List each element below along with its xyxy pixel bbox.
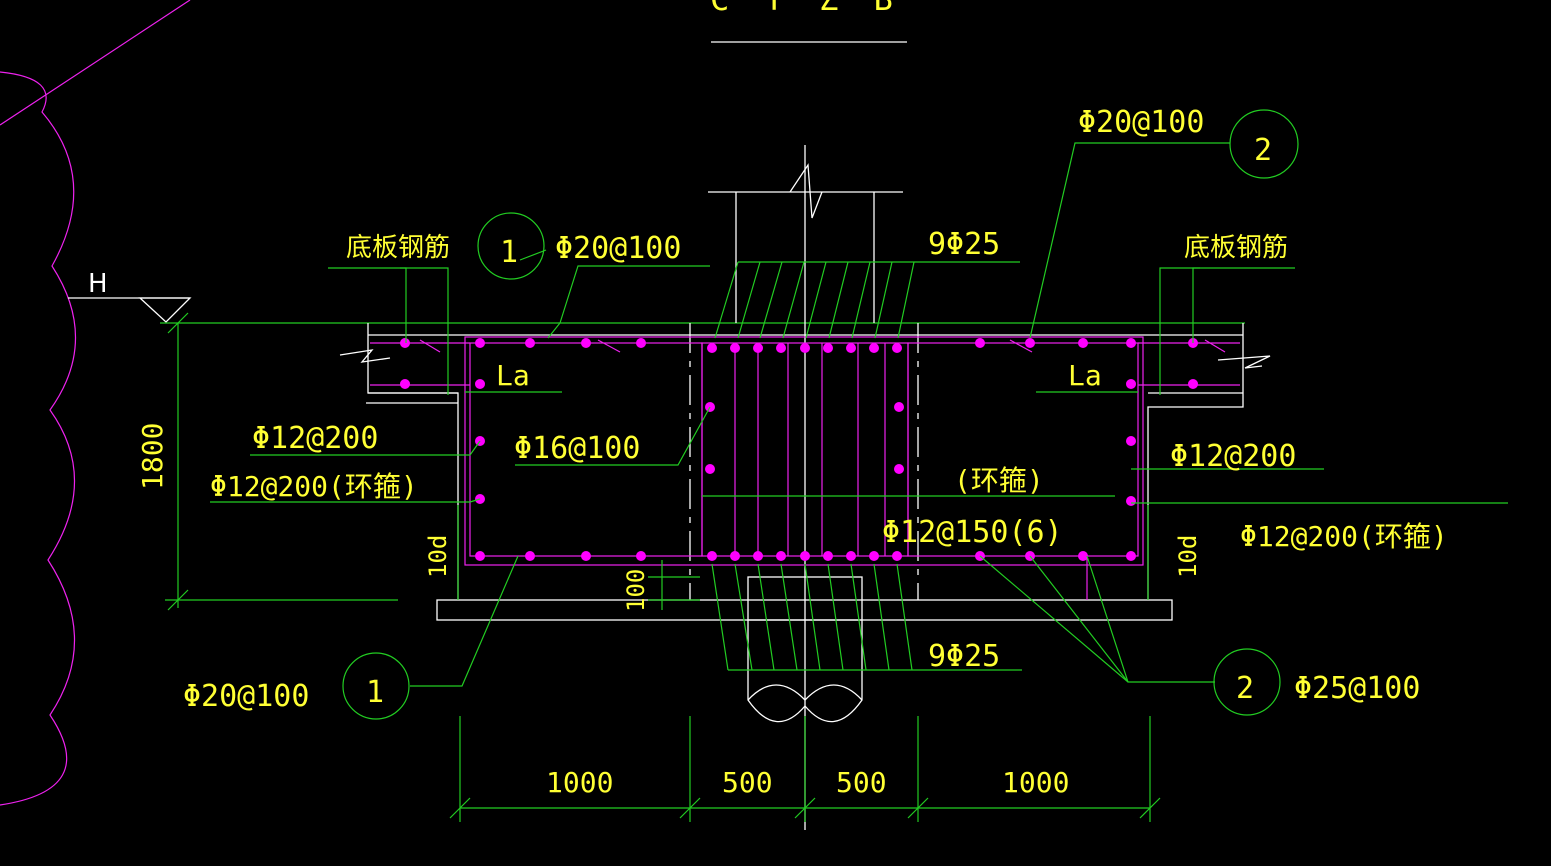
anchor-right-label: 10d — [1174, 535, 1202, 578]
top-right-bar-label: Φ20@100 — [1078, 105, 1204, 140]
callout-circle — [1213, 648, 1281, 716]
callout-circle — [1229, 109, 1299, 179]
dimension-chain — [449, 716, 1161, 822]
callout-circle — [477, 212, 545, 280]
left-slab-bar — [370, 342, 470, 386]
callout-number: 2 — [1236, 671, 1254, 706]
break-symbol — [789, 163, 823, 219]
slab-rebar-left-label: 底板钢筋 — [346, 233, 450, 263]
right-cage — [907, 342, 1139, 557]
cover-dim-label: 100 — [622, 569, 650, 612]
anchor-left-label: 10d — [424, 535, 452, 578]
column-outline — [735, 192, 875, 323]
bottom-left-bar-label: Φ20@100 — [183, 679, 309, 714]
left-side-bar-label: Φ12@200 — [252, 421, 378, 456]
callout-circle — [342, 652, 410, 720]
dim-1000-left: 1000 — [546, 766, 613, 799]
elevation-mark: H — [88, 269, 108, 299]
bottom-column-bars-label: 9Φ25 — [928, 639, 1000, 674]
top-left-bar-label: Φ20@100 — [555, 231, 681, 266]
pile-break — [747, 684, 863, 701]
right-hoop-note-label: (环箍) — [954, 464, 1044, 497]
callout-number: 2 — [1254, 133, 1272, 168]
elevation-triangle — [138, 297, 192, 323]
right-side-bar-label: Φ12@200 — [1170, 439, 1296, 474]
right-slab-bar — [1138, 342, 1240, 386]
rebar-dots — [400, 338, 1198, 561]
title-fragment: C T Z B — [710, 0, 901, 18]
top-column-leaders — [714, 261, 1020, 339]
la-right-label: La — [1068, 359, 1102, 392]
pile — [747, 620, 863, 723]
callout-number: 1 — [366, 675, 384, 710]
right-hoop-label: Φ12@200(环箍) — [1240, 520, 1448, 553]
pile-cap — [747, 576, 863, 621]
dim-tick — [167, 589, 189, 611]
left-hoop-label: Φ12@200(环箍) — [210, 470, 418, 503]
outer-hoop — [464, 336, 1144, 566]
bottom-column-leaders — [711, 563, 1022, 671]
center-stirrup-label: Φ12@150(6) — [882, 515, 1063, 550]
bar-hooks — [419, 339, 1226, 353]
callout-number: 1 — [500, 235, 518, 270]
center-side-bar-label: Φ16@100 — [514, 431, 640, 466]
dim-500-left: 500 — [722, 766, 773, 799]
dim-tick — [167, 312, 189, 334]
dim-1000-right: 1000 — [1002, 766, 1069, 799]
la-left-label: La — [496, 359, 530, 392]
diagonal-magenta-line — [0, 0, 191, 126]
top-column-bars-label: 9Φ25 — [928, 227, 1000, 262]
bottom-right-bar-label: Φ25@100 — [1294, 671, 1420, 706]
dim-500-right: 500 — [836, 766, 887, 799]
left-break — [339, 349, 391, 363]
left-boundary-curve — [0, 71, 77, 806]
slab-rebar-right-label: 底板钢筋 — [1184, 233, 1288, 263]
right-break — [1217, 355, 1271, 369]
annotation-leaders — [210, 142, 1508, 687]
height-dim-text: 1800 — [136, 423, 169, 490]
